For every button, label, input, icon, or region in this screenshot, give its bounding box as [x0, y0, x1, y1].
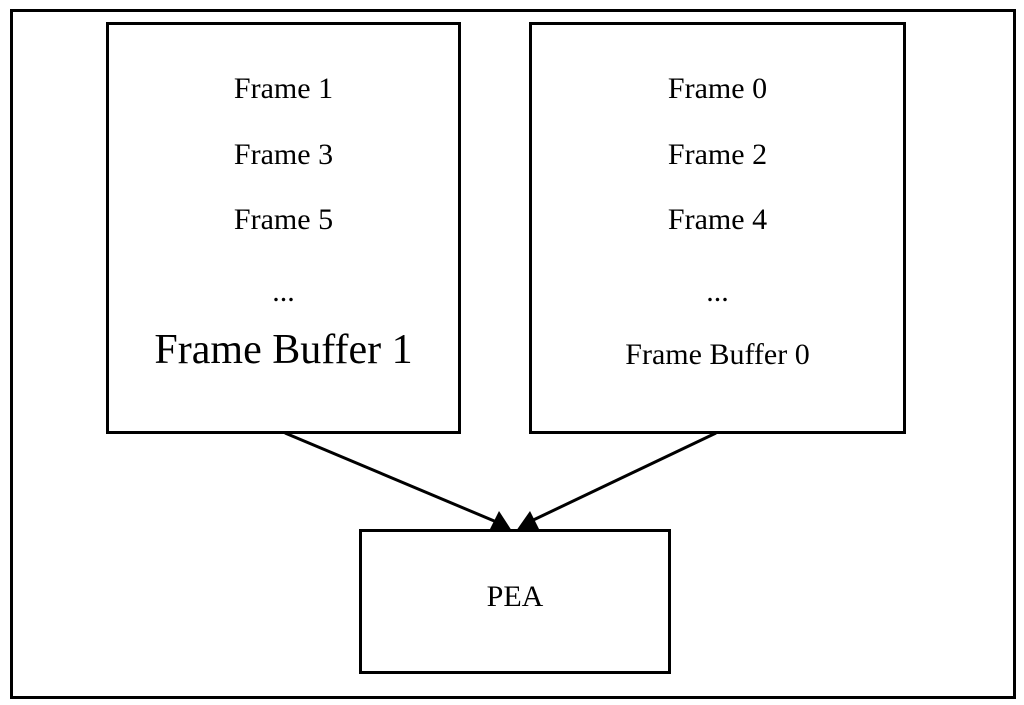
frame-item: Frame 2 [667, 138, 768, 171]
ellipsis: ... [706, 275, 729, 308]
frame-item: Frame 3 [233, 138, 334, 171]
frame-buffer-1-label: Frame Buffer 1 [154, 327, 413, 373]
frame-item: Frame 4 [667, 203, 768, 236]
frame-buffer-1-node: Frame 1 Frame 3 Frame 5 ... Frame Buffer… [106, 22, 461, 434]
pea-label: PEA [486, 580, 544, 613]
frame-buffer-0-node: Frame 0 Frame 2 Frame 4 ... Frame Buffer… [529, 22, 906, 434]
frame-item: Frame 5 [233, 203, 334, 236]
diagram-frame [10, 9, 1016, 699]
ellipsis: ... [272, 275, 295, 308]
pea-node: PEA [359, 529, 671, 674]
frame-item: Frame 0 [667, 72, 768, 105]
frame-item: Frame 1 [233, 72, 334, 105]
frame-buffer-0-label: Frame Buffer 0 [625, 338, 810, 371]
